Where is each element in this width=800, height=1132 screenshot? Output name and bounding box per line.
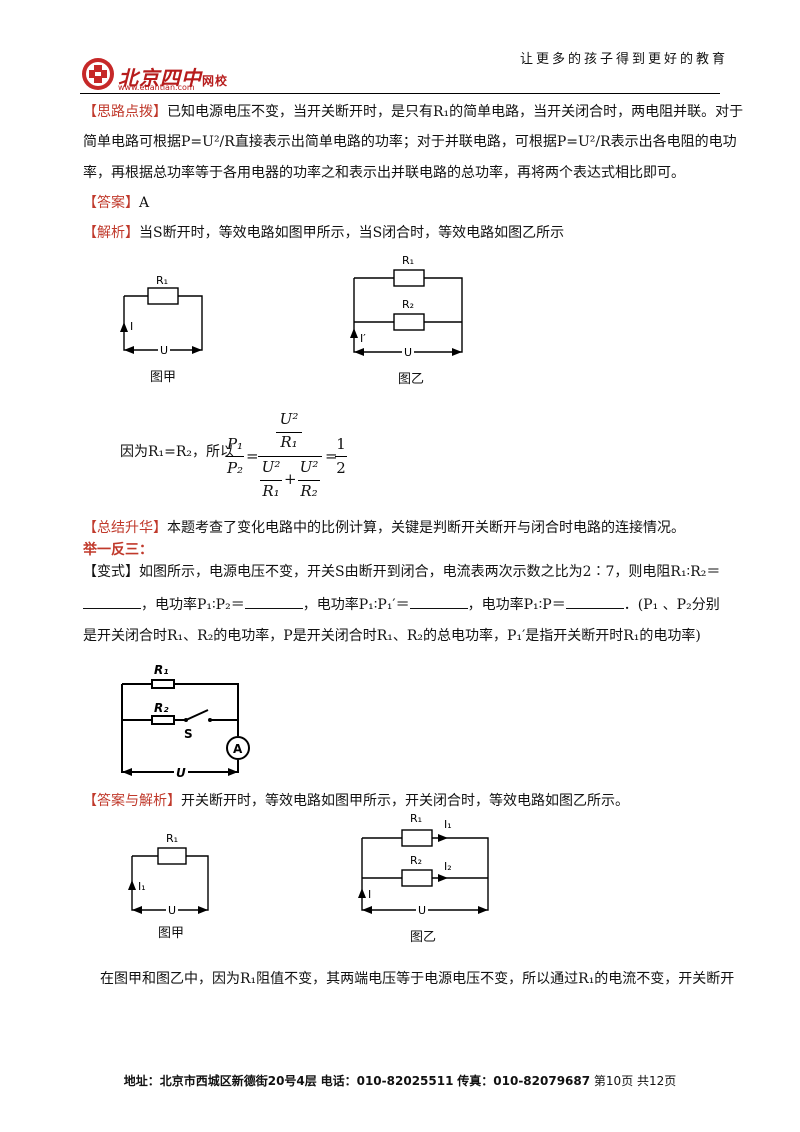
label-u: U [404, 346, 412, 359]
hint-tag: 【思路点拨】 [83, 104, 167, 120]
circuit-diagram-jia-1: R₁ I U [120, 274, 203, 357]
answer-tag: 【答案】 [83, 195, 139, 211]
answer-blank[interactable] [83, 594, 141, 609]
variant-line-3: 是开关闭合时R₁、R₂的电功率，P是开关闭合时R₁、R₂的总电功率，P₁′是指开… [83, 628, 701, 644]
circuit-diagram-yi-2: R₁ R₂ I₁ I₂ I U [358, 812, 489, 917]
label-r2: R₂ [410, 854, 422, 867]
answer-line: 【答案】A [83, 193, 149, 213]
circuit-diagram-yi-1: R₁ R₂ I′ U [350, 254, 463, 359]
caption-yi-2: 图乙 [410, 930, 437, 945]
left-arrow-icon [124, 346, 134, 354]
left-arrow-icon [132, 906, 142, 914]
label-r1: R₁ [402, 254, 414, 267]
right-arrow-icon [228, 768, 238, 776]
caption-jia-1: 图甲 [150, 370, 177, 385]
right-arrow-icon [452, 348, 462, 356]
formula-prefix: 因为R₁=R₂，所以 [120, 444, 235, 460]
variant-tag: 【变式】 [83, 564, 139, 580]
answer-blank[interactable] [409, 594, 468, 609]
logo-emblem-icon [82, 58, 114, 90]
right-arrow-icon [192, 346, 202, 354]
current-arrow-icon [438, 834, 448, 842]
footer-page: 第10页 共12页 [593, 1074, 677, 1088]
header-rule [80, 93, 720, 94]
analysis-tag: 【解析】 [83, 225, 139, 241]
current-arrow-icon [350, 328, 358, 338]
footer: 地址：北京市西城区新德街20号4层 电话：010-82025511 传真：010… [0, 1072, 800, 1089]
label-r2: R₂ [402, 298, 414, 311]
label-i1: I₁ [138, 880, 146, 893]
hint-line-3: 率，再根据总功率等于各用电器的功率之和表示出并联电路的总功率，再将两个表达式相比… [83, 165, 685, 181]
answer-analysis-line: 【答案与解析】开关断开时，等效电路如图甲所示，开关闭合时，等效电路如图乙所示。 [83, 793, 629, 809]
footer-fax: 传真：010-82079687 [457, 1074, 591, 1088]
label-r2: R₂ [154, 701, 169, 715]
label-r1: R₁ [156, 274, 168, 287]
current-arrow-icon [358, 888, 366, 898]
answer-analysis-tag: 【答案与解析】 [83, 793, 181, 809]
circuit-diagram-jia-2: R₁ I₁ U [128, 832, 209, 917]
answer-value: A [139, 195, 150, 211]
ammeter-icon: A [233, 742, 243, 756]
hint-line-1: 【思路点拨】已知电源电压不变，当开关断开时，是只有R₁的简单电路，当开关闭合时，… [83, 104, 744, 120]
label-i: I [368, 888, 371, 901]
analysis-line: 【解析】当S断开时，等效电路如图甲所示，当S闭合时，等效电路如图乙所示 [83, 225, 565, 241]
logo-url: www.etiantian.com [118, 83, 195, 92]
label-r1: R₁ [154, 663, 169, 677]
section-title: 举一反三： [83, 542, 153, 558]
hint-line-2: 简单电路可根据P=U²/R直接表示出简单电路的功率；对于并联电路，可根据P=U²… [83, 134, 737, 150]
answer-blank[interactable] [565, 594, 624, 609]
footer-address: 地址：北京市西城区新德街20号4层 [123, 1074, 317, 1088]
label-u: U [168, 904, 176, 917]
footer-phone: 电话：010-82025511 [320, 1074, 454, 1088]
variant-line-1: 【变式】如图所示，电源电压不变，开关S由断开到闭合，电流表两次示数之比为2∶7，… [83, 564, 721, 580]
caption-jia-2: 图甲 [158, 926, 185, 941]
header-slogan: 让更多的孩子得到更好的教育 [520, 52, 729, 67]
label-i: I [130, 320, 133, 333]
caption-yi-1: 图乙 [398, 372, 425, 387]
label-u: U [176, 766, 186, 780]
ratio-formula: P₁ P₂ = U² R₁ U² R₁ + U² R₂ = 1 2 [226, 410, 347, 500]
label-i-prime: I′ [360, 332, 366, 345]
summary-tag: 【总结升华】 [83, 520, 167, 536]
circuit-diagram-variant: R₁ R₂ S A U [121, 663, 250, 780]
left-arrow-icon [122, 768, 132, 776]
closing-line: 在图甲和图乙中，因为R₁阻值不变，其两端电压等于电源电压不变，所以通过R₁的电流… [100, 971, 735, 987]
label-s: S [184, 727, 193, 741]
answer-blank[interactable] [244, 594, 303, 609]
label-u: U [418, 904, 426, 917]
label-r1: R₁ [166, 832, 178, 845]
left-arrow-icon [354, 348, 364, 356]
current-arrow-icon [438, 874, 448, 882]
current-arrow-icon [120, 322, 128, 332]
variant-line-2: ，电功率P₁∶P₂＝，电功率P₁∶P₁′＝，电功率P₁∶P＝．(P₁ 、P₂分别 [83, 594, 720, 615]
summary-line: 【总结升华】本题考查了变化电路中的比例计算，关键是判断开关断开与闭合时电路的连接… [83, 520, 685, 536]
logo-text: 北京四中网校 [118, 66, 229, 90]
label-r1: R₁ [410, 812, 422, 825]
current-arrow-icon [128, 880, 136, 890]
label-i1: I₁ [444, 818, 452, 831]
label-u: U [160, 344, 168, 357]
label-i2: I₂ [444, 860, 452, 873]
right-arrow-icon [198, 906, 208, 914]
left-arrow-icon [362, 906, 372, 914]
right-arrow-icon [478, 906, 488, 914]
